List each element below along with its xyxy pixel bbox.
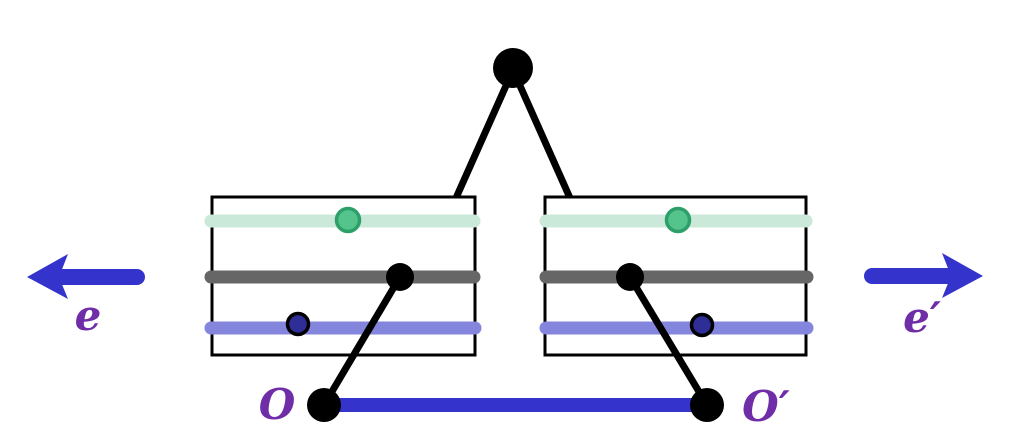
left-navy-dot [285, 311, 311, 337]
right-arrow-icon [864, 253, 983, 298]
apex-dot [493, 48, 533, 88]
left-gray-bar-dot [386, 263, 414, 291]
left-arrow-head [27, 254, 68, 299]
label-o: O [259, 380, 296, 429]
left-dot-to-o-line [320, 275, 404, 407]
right-arrow-head [942, 253, 983, 298]
label-e: e [75, 291, 102, 340]
right-gray-bar-dot [616, 263, 644, 291]
label-o-prime: O′ [742, 382, 790, 431]
label-e-prime: e′ [903, 293, 941, 342]
o-prime-point-dot [690, 388, 724, 422]
apex-to-left-box-line [452, 68, 517, 200]
apex-to-right-box-line [509, 68, 574, 200]
left-green-dot [334, 206, 362, 234]
right-navy-dot [689, 312, 715, 338]
left-arrow-icon [27, 254, 145, 299]
o-point-dot [307, 388, 341, 422]
right-dot-to-o-prime-line [627, 275, 710, 407]
right-green-dot [664, 206, 692, 234]
